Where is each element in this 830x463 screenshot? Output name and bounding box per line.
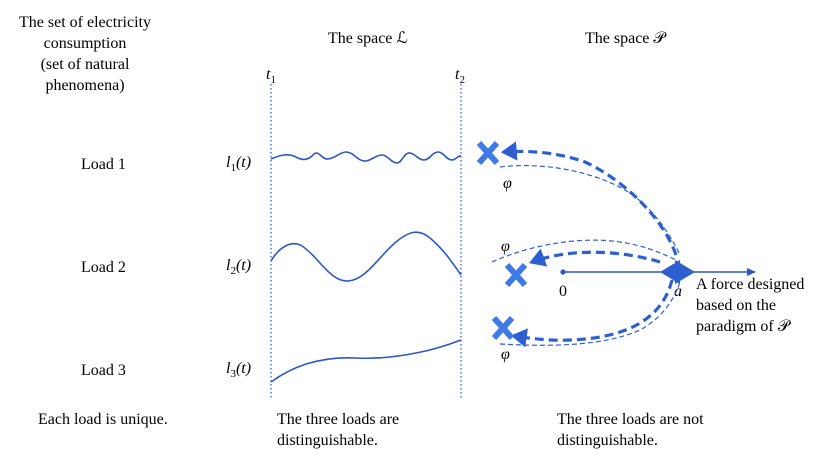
space-l-title-prefix: The space (328, 30, 397, 47)
t1-base: t (266, 66, 271, 83)
consumption-set-title: The set of electricity consumption (set … (5, 12, 165, 96)
t2-base: t (455, 66, 460, 83)
load-3-label: Load 3 (81, 362, 126, 379)
signal-2-arg: (t) (235, 257, 252, 274)
space-p-symbol: 𝒫 (653, 30, 665, 47)
load-2-signal (270, 231, 462, 282)
phi-label-1: φ (503, 175, 512, 192)
signal-label-1: l1(t) (226, 152, 251, 179)
space-l-symbol: ℒ (396, 30, 408, 47)
force-line-1: A force designed (696, 276, 805, 293)
load-marker-1 (476, 140, 500, 166)
signal-1-sub: 1 (230, 162, 236, 175)
force-line-2: based on the (696, 297, 776, 314)
mapping-arrow-3 (510, 279, 674, 348)
phi-path-1 (499, 164, 681, 256)
force-line-3: paradigm of 𝒫 (696, 316, 804, 337)
space-p-title-prefix: The space (585, 30, 654, 47)
force-line-3-text: paradigm of (696, 318, 778, 335)
mapping-arrow-2 (528, 248, 661, 267)
point-a-label: a (674, 283, 682, 300)
signal-label-3: l3(t) (226, 358, 251, 385)
force-symbol: 𝒫 (777, 318, 790, 335)
point-a (674, 269, 680, 275)
signal-3-sub: 3 (230, 368, 236, 381)
load-marker-3 (491, 315, 515, 341)
signal-1-base: l (226, 154, 231, 171)
signal-1-arg: (t) (235, 154, 252, 171)
left-footer: Each load is unique. (38, 411, 168, 428)
t2-label: t2 (455, 64, 465, 91)
load-3-signal (270, 339, 462, 383)
phi-label-3: φ (501, 346, 510, 363)
origin-point (560, 269, 566, 275)
t1-sub: 1 (270, 74, 276, 87)
mapping-arrow-1 (500, 141, 678, 256)
phi-path-3 (499, 281, 681, 346)
signal-2-base: l (226, 257, 231, 274)
middle-footer-line-1: The three loads are (277, 411, 400, 428)
phi-path-2 (491, 239, 681, 263)
space-l-title: The space ℒ (328, 28, 408, 49)
title-line-1: The set of electricity (19, 14, 151, 31)
signal-label-2: l2(t) (226, 255, 251, 282)
origin-label: 0 (559, 283, 567, 300)
t1-label: t1 (266, 64, 276, 91)
force-description: A force designed based on the paradigm o… (696, 274, 804, 337)
title-line-2: consumption (43, 35, 127, 52)
load-1-signal (270, 151, 462, 164)
space-p-title: The space 𝒫 (585, 28, 665, 49)
load-marker-2 (504, 262, 528, 288)
middle-footer-line-2: distinguishable. (277, 432, 378, 449)
signal-3-base: l (226, 360, 231, 377)
right-footer-line-1: The three loads are not (557, 411, 704, 428)
middle-footer: The three loads are distinguishable. (277, 409, 399, 451)
load-2-label: Load 2 (81, 259, 126, 276)
signal-3-arg: (t) (235, 360, 252, 377)
right-footer: The three loads are not distinguishable. (557, 409, 704, 451)
phi-label-2: φ (501, 238, 510, 255)
title-line-3: (set of natural (40, 56, 130, 73)
title-line-4: phenomena) (45, 77, 125, 94)
t2-sub: 2 (459, 74, 465, 87)
right-footer-line-2: distinguishable. (557, 432, 658, 449)
load-1-label: Load 1 (81, 156, 126, 173)
signal-2-sub: 2 (230, 265, 236, 278)
